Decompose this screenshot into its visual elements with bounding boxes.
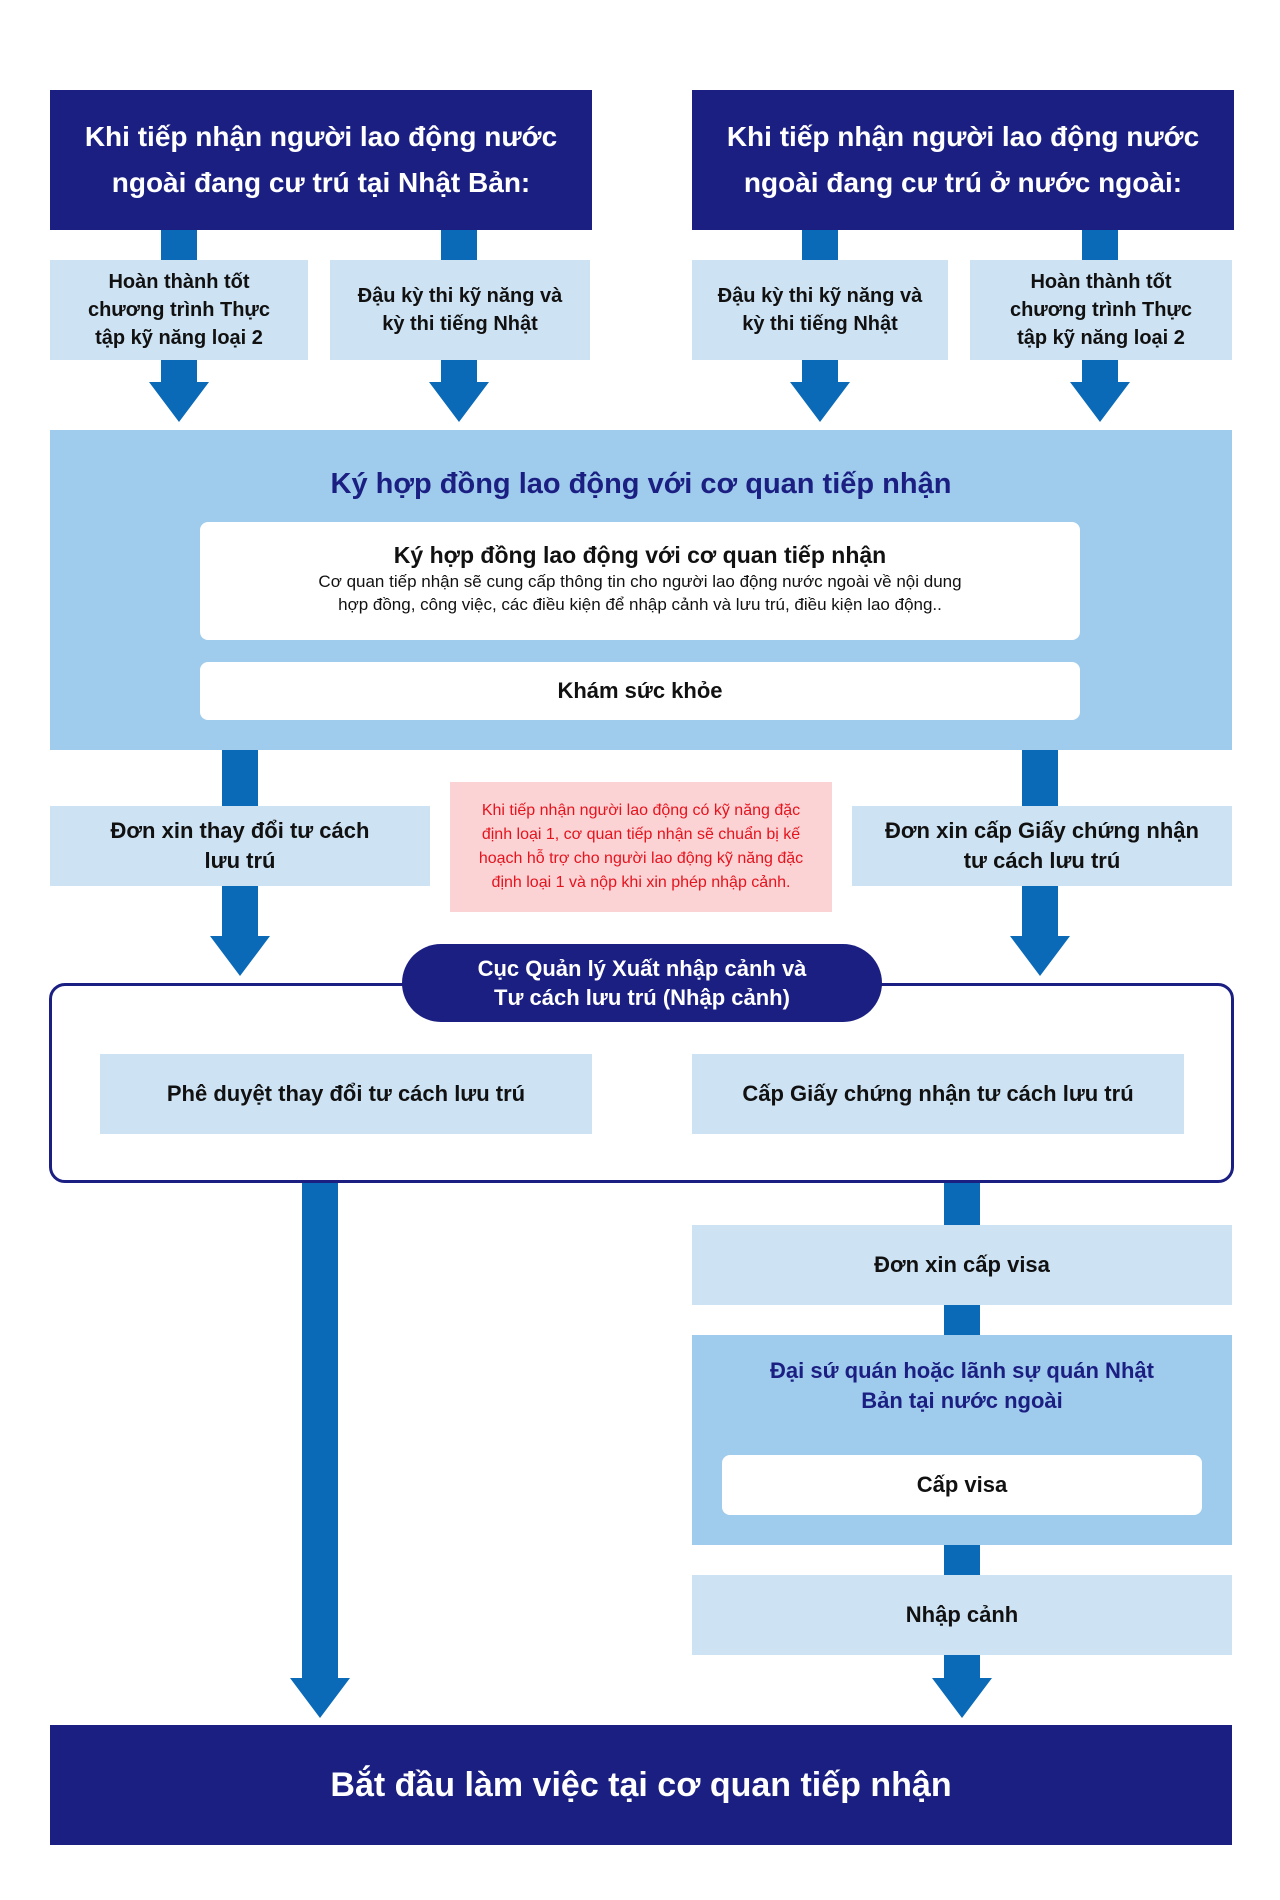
connector — [802, 230, 838, 260]
connector — [1022, 750, 1058, 806]
arrow-down-icon — [210, 936, 270, 976]
arrow-shaft — [302, 1183, 338, 1678]
connector — [944, 1183, 980, 1225]
arrow-shaft — [1082, 360, 1118, 382]
arrow-down-icon — [149, 382, 209, 422]
entry-box: Nhập cảnh — [692, 1575, 1232, 1655]
arrow-down-icon — [429, 382, 489, 422]
arrow-shaft — [944, 1655, 980, 1678]
contract-section: Ký hợp đồng lao động với cơ quan tiếp nh… — [50, 430, 1232, 750]
connector — [161, 230, 197, 260]
arrow-down-icon — [932, 1678, 992, 1718]
immigration-agency-badge: Cục Quản lý Xuất nhập cảnh và Tư cách lư… — [402, 944, 882, 1022]
arrow-shaft — [161, 360, 197, 382]
option-skill-training-right: Hoàn thành tốt chương trình Thực tập kỹ … — [970, 260, 1232, 360]
change-status-application: Đơn xin thay đổi tư cách lưu trú — [50, 806, 430, 886]
certificate-issuance: Cấp Giấy chứng nhận tư cách lưu trú — [692, 1054, 1184, 1134]
header-japan-residents: Khi tiếp nhận người lao động nước ngoài … — [50, 90, 592, 230]
visa-application: Đơn xin cấp visa — [692, 1225, 1232, 1305]
arrow-down-icon — [1010, 936, 1070, 976]
contract-card-description: Cơ quan tiếp nhận sẽ cung cấp thông tin … — [318, 572, 962, 614]
connector — [1082, 230, 1118, 260]
embassy-section: Đại sứ quán hoặc lãnh sự quán Nhật Bản t… — [692, 1335, 1232, 1545]
connector — [944, 1545, 980, 1575]
start-work-box: Bắt đầu làm việc tại cơ quan tiếp nhận — [50, 1725, 1232, 1845]
arrow-down-icon — [790, 382, 850, 422]
arrow-shaft — [802, 360, 838, 382]
contract-section-title: Ký hợp đồng lao động với cơ quan tiếp nh… — [330, 467, 952, 500]
visa-issue-box: Cấp visa — [722, 1455, 1202, 1515]
arrow-down-icon — [1070, 382, 1130, 422]
contract-card-title: Ký hợp đồng lao động với cơ quan tiếp nh… — [393, 542, 887, 568]
connector — [441, 230, 477, 260]
support-plan-note: Khi tiếp nhận người lao động có kỹ năng … — [450, 782, 832, 912]
option-skill-training-left: Hoàn thành tốt chương trình Thực tập kỹ … — [50, 260, 308, 360]
connector — [944, 1305, 980, 1335]
health-check-box: Khám sức khỏe — [200, 662, 1080, 720]
status-change-approval: Phê duyệt thay đổi tư cách lưu trú — [100, 1054, 592, 1134]
arrow-down-icon — [290, 1678, 350, 1718]
arrow-shaft — [1022, 886, 1058, 936]
header-overseas-residents: Khi tiếp nhận người lao động nước ngoài … — [692, 90, 1234, 230]
arrow-shaft — [441, 360, 477, 382]
certificate-application: Đơn xin cấp Giấy chứng nhận tư cách lưu … — [852, 806, 1232, 886]
option-exam-left: Đậu kỳ thi kỹ năng và kỳ thi tiếng Nhật — [330, 260, 590, 360]
arrow-shaft — [222, 886, 258, 936]
embassy-title: Đại sứ quán hoặc lãnh sự quán Nhật Bản t… — [770, 1358, 1154, 1413]
connector — [222, 750, 258, 806]
contract-card: Ký hợp đồng lao động với cơ quan tiếp nh… — [200, 522, 1080, 640]
option-exam-right: Đậu kỳ thi kỹ năng và kỳ thi tiếng Nhật — [692, 260, 948, 360]
